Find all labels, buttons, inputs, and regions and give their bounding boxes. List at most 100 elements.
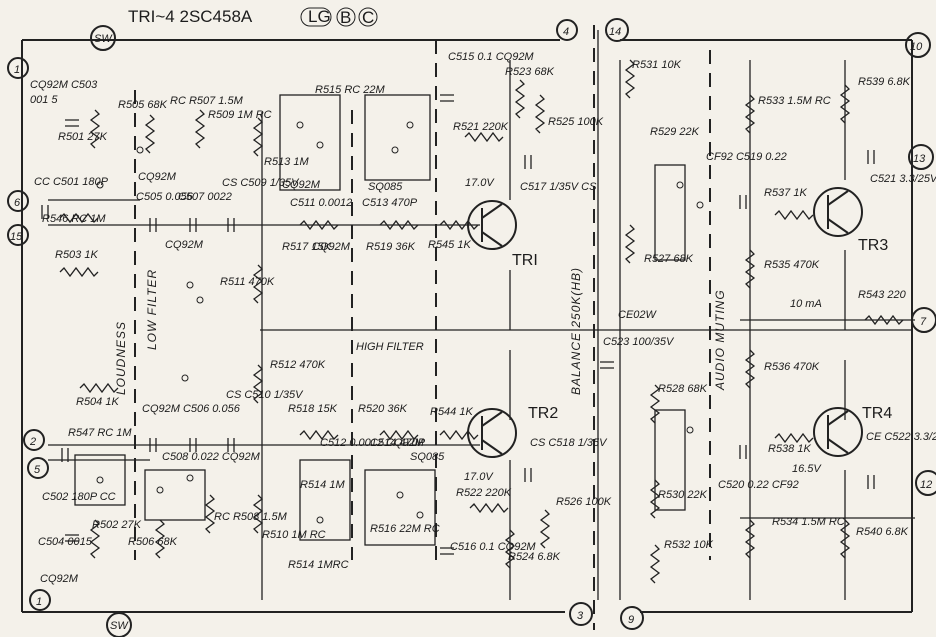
- resistor-symbols: [59, 59, 904, 584]
- terminal-label: 4: [563, 26, 569, 38]
- terminal-1-bottom: [29, 589, 51, 611]
- component-label: R517 15K: [282, 241, 332, 253]
- component-label: 16.5V: [792, 463, 822, 475]
- component-label: R520 36K: [358, 403, 408, 415]
- component-label: R526 100K: [556, 496, 612, 508]
- terminal-label: 12: [920, 479, 932, 491]
- component-label: CQ92M: [282, 179, 321, 191]
- component-label: R545 1K: [428, 239, 471, 251]
- component-label: R540 6.8K: [856, 526, 909, 538]
- terminal-label: 13: [913, 153, 926, 165]
- component-label: R525 100K: [548, 116, 604, 128]
- component-label: R535 470K: [764, 259, 820, 271]
- grade-mark-c: C: [362, 8, 374, 27]
- audio-muting-label: AUDIO MUTING: [713, 289, 727, 391]
- transistor-symbols: [467, 187, 863, 458]
- terminal-7: [911, 307, 936, 333]
- component-label: R522 220K: [456, 487, 512, 499]
- component-label: R511 470K: [220, 276, 275, 288]
- component-label: C523 100/35V: [603, 336, 675, 348]
- right-section-wires: [597, 30, 751, 600]
- terminal-label: 1: [14, 64, 20, 76]
- component-label: R527 68K: [644, 253, 694, 265]
- component-label: R536 470K: [764, 361, 820, 373]
- component-label: R530 22K: [658, 489, 708, 501]
- terminal-10: [905, 32, 931, 58]
- component-label: RC R508 1.5M: [214, 511, 288, 523]
- component-label: C508 0.022 CQ92M: [162, 451, 261, 463]
- component-label: CS C510 1/35V: [226, 389, 304, 401]
- component-label: R533 1.5M RC: [758, 95, 831, 107]
- component-label: 17.0V: [464, 471, 494, 483]
- component-label: CQ92M: [138, 171, 177, 183]
- balance-label: BALANCE 250K(HB): [569, 267, 583, 395]
- component-label: R505 68K: [118, 99, 168, 111]
- component-label: C517 1/35V CS: [520, 181, 597, 193]
- component-label: R537 1K: [764, 187, 807, 199]
- grade-marks: LG B C: [300, 7, 378, 27]
- terminal-label: 15: [10, 231, 23, 243]
- component-label: C507 0022: [178, 191, 232, 203]
- component-label: CQ92M: [165, 239, 204, 251]
- switch-frames: [74, 94, 686, 546]
- component-label: CS C509 1/35V: [222, 177, 300, 189]
- component-label: CQ92M: [40, 573, 79, 585]
- terminal-label: 10: [910, 41, 923, 53]
- component-label: R513 1M: [264, 156, 309, 168]
- grade-mark-b: B: [340, 8, 351, 27]
- component-label: C502 180P CC: [42, 491, 116, 503]
- terminal-2: [23, 429, 45, 451]
- transistor-label-tr1: TRI: [512, 252, 538, 269]
- component-label: SQ085: [410, 451, 445, 463]
- terminal-label: 14: [609, 26, 621, 38]
- signal-bus: [48, 224, 480, 446]
- component-label: R532 10K: [664, 539, 714, 551]
- component-labels: CQ92M C503 001 5 R501 27K CC C501 180P R…: [30, 51, 936, 585]
- component-label: R506 68K: [128, 536, 178, 548]
- terminal-15: [7, 224, 29, 246]
- terminal-14: [605, 18, 629, 42]
- input-bus: [48, 199, 150, 461]
- terminal-1-top: [7, 57, 29, 79]
- component-label: R514 1MRC: [288, 559, 349, 571]
- component-label: C513 470P: [362, 197, 418, 209]
- component-label: C516 0.1 CQ92M: [450, 541, 536, 553]
- component-label: R514 1M: [300, 479, 345, 491]
- component-label: R528 68K: [658, 383, 708, 395]
- component-label: C520 0.22 CF92: [718, 479, 799, 491]
- terminal-label: 3: [577, 610, 584, 622]
- component-label: R509 1M RC: [208, 109, 272, 121]
- component-label: R547 RC 1M: [68, 427, 132, 439]
- board-outline: [21, 39, 913, 613]
- switch-contacts: [96, 121, 704, 524]
- loudness-label: LOUDNESS: [114, 321, 128, 395]
- terminal-label: SW: [110, 620, 129, 632]
- component-label: C512 0.0012 CQ92M: [320, 437, 425, 449]
- terminal-12: [915, 470, 936, 496]
- component-label: R504 1K: [76, 396, 119, 408]
- terminal-label: 7: [920, 316, 927, 328]
- component-label: RC R507 1.5M: [170, 95, 244, 107]
- component-label: R529 22K: [650, 126, 700, 138]
- terminal-9: [620, 606, 644, 630]
- terminal-label: 9: [628, 614, 634, 626]
- transistor-label-tr4: TR4: [862, 405, 892, 422]
- transistor-label-tr2: TR2: [528, 405, 558, 422]
- component-label: R534 1.5M RC: [772, 516, 845, 528]
- terminal-label: 2: [29, 436, 36, 448]
- component-label: R539 6.8K: [858, 76, 911, 88]
- component-label: C514 470P: [370, 437, 426, 449]
- component-label: C511 0.0012: [290, 197, 352, 209]
- component-label: R544 1K: [430, 406, 473, 418]
- transistor-label-tr3: TR3: [858, 237, 888, 254]
- capacitor-symbols: [41, 94, 875, 555]
- component-label: CQ92M C503: [30, 79, 98, 91]
- component-label: C504 0015: [38, 536, 93, 548]
- grade-mark-lg: LG: [308, 7, 331, 26]
- terminal-label: SW: [94, 33, 113, 45]
- low-filter-label: LOW FILTER: [145, 269, 159, 350]
- component-label: CE C522 3.3/25V: [866, 431, 936, 443]
- terminal-sw-top: [90, 25, 116, 51]
